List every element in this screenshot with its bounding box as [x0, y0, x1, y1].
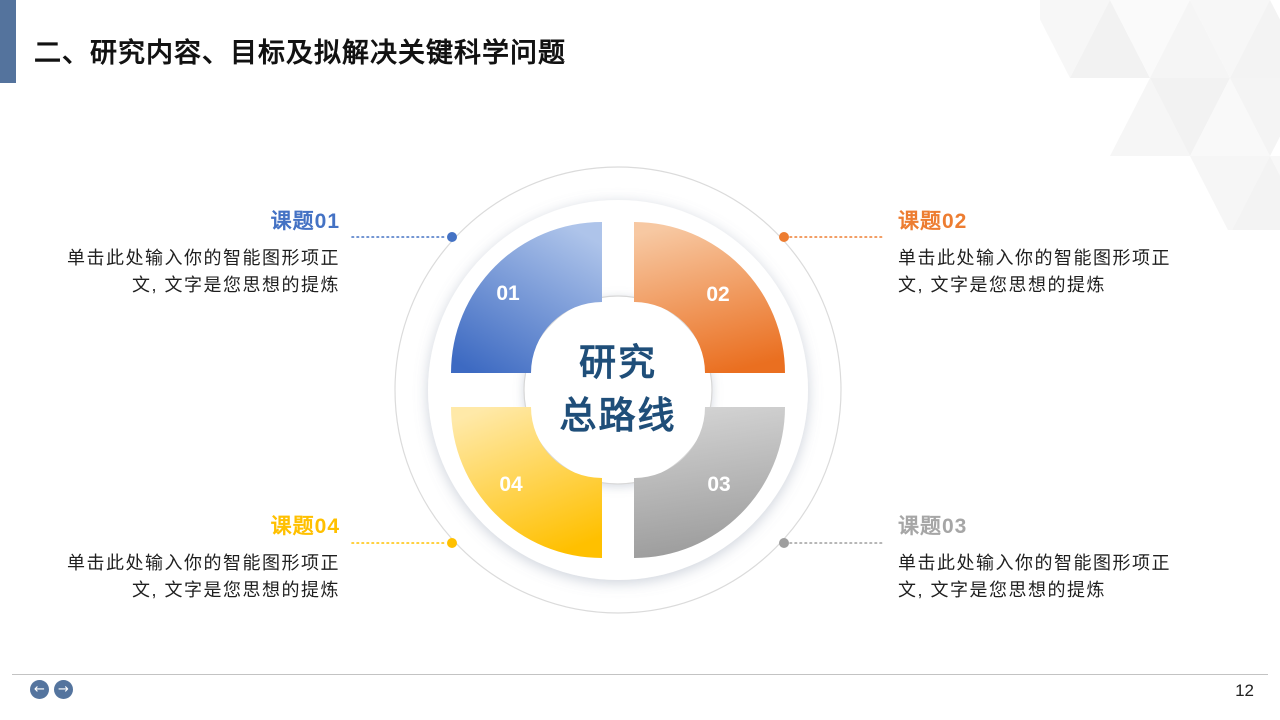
outer-guide-circle — [394, 166, 842, 614]
connector-dot-01 — [447, 232, 457, 242]
segment-01 — [451, 222, 602, 373]
topic-04-body: 单击此处输入你的智能图形项正文, 文字是您思想的提炼 — [67, 553, 340, 600]
triangle-decoration-icon — [1040, 0, 1280, 230]
segment-number-01: 01 — [496, 282, 520, 305]
diagram-center-label: 研究 总路线 — [468, 336, 768, 442]
title-accent-bar — [0, 0, 16, 83]
slide-nav: ← → — [30, 680, 73, 699]
topic-02-label: 课题02 — [898, 210, 968, 233]
topic-block-03: 课题03 单击此处输入你的智能图形项正文, 文字是您思想的提炼 — [898, 514, 1183, 604]
segment-number-02: 02 — [706, 283, 729, 306]
research-route-diagram: 01 02 03 04 — [351, 166, 883, 614]
prev-slide-button[interactable]: ← — [30, 680, 49, 699]
segment-number-03: 03 — [707, 473, 730, 496]
center-circle — [523, 295, 713, 485]
page-title: 二、研究内容、目标及拟解决关键科学问题 — [34, 38, 566, 68]
topic-04-label: 课题04 — [270, 515, 340, 538]
topic-01-label: 课题01 — [270, 210, 340, 233]
segment-02 — [634, 222, 785, 373]
topic-03-body: 单击此处输入你的智能图形项正文, 文字是您思想的提炼 — [898, 553, 1171, 600]
center-label-line2: 总路线 — [559, 395, 677, 436]
topic-02-body: 单击此处输入你的智能图形项正文, 文字是您思想的提炼 — [898, 248, 1171, 295]
topic-block-01: 课题01 单击此处输入你的智能图形项正文, 文字是您思想的提炼 — [62, 209, 340, 299]
next-slide-button[interactable]: → — [54, 680, 73, 699]
connector-dot-02 — [779, 232, 789, 242]
topic-block-02: 课题02 单击此处输入你的智能图形项正文, 文字是您思想的提炼 — [898, 209, 1183, 299]
connector-dot-04 — [447, 538, 457, 548]
segment-number-04: 04 — [499, 473, 523, 496]
footer-divider — [12, 674, 1268, 675]
topic-block-04: 课题04 单击此处输入你的智能图形项正文, 文字是您思想的提炼 — [62, 514, 340, 604]
topic-03-label: 课题03 — [898, 515, 968, 538]
segment-03 — [634, 407, 785, 558]
center-label-line1: 研究 — [579, 342, 657, 383]
topic-01-body: 单击此处输入你的智能图形项正文, 文字是您思想的提炼 — [67, 248, 340, 295]
connector-dot-03 — [779, 538, 789, 548]
page-number: 12 — [1235, 681, 1254, 700]
segment-04 — [451, 407, 602, 558]
